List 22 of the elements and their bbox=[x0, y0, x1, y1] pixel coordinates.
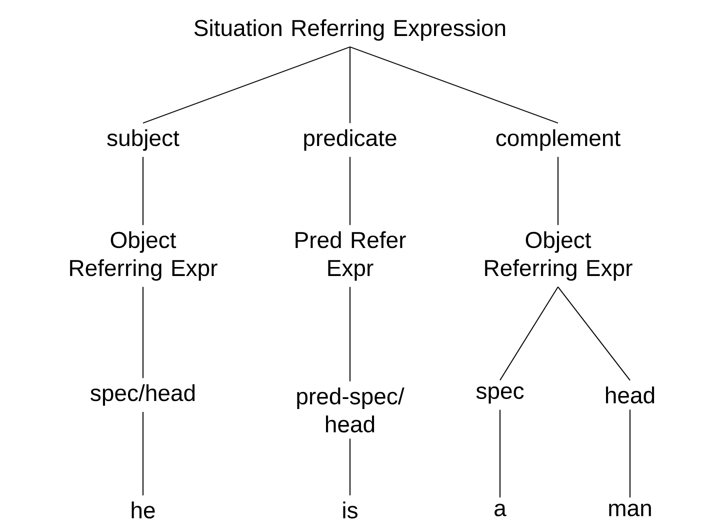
tree-label: is bbox=[343, 502, 358, 518]
tree-branch bbox=[500, 286, 558, 381]
tree-label: predicate bbox=[304, 129, 396, 151]
tree-branch bbox=[558, 286, 630, 381]
tree-label: head bbox=[606, 386, 654, 404]
tree-label: Object Referring Expr bbox=[70, 231, 218, 281]
tree-label: spec/head bbox=[90, 384, 195, 406]
tree-branch bbox=[142, 286, 144, 379]
tree-label: spec bbox=[476, 386, 524, 404]
tree-branch bbox=[142, 411, 144, 496]
tree-label: Pred Refer Expr bbox=[296, 231, 406, 281]
tree-label: he bbox=[132, 502, 155, 518]
tree-label: pred-spec/ head bbox=[297, 388, 404, 432]
tree-label: Situation Referring Expression bbox=[194, 19, 506, 41]
tree-label: Object Referring Expr bbox=[485, 231, 632, 281]
tree-label: a bbox=[494, 504, 506, 516]
tree-label: complement bbox=[496, 129, 620, 151]
tree-label: man bbox=[609, 504, 651, 516]
tree-branch bbox=[142, 156, 144, 226]
tree-label: subject bbox=[107, 129, 180, 151]
tree-branch bbox=[142, 46, 350, 124]
tree-branch bbox=[350, 46, 558, 124]
